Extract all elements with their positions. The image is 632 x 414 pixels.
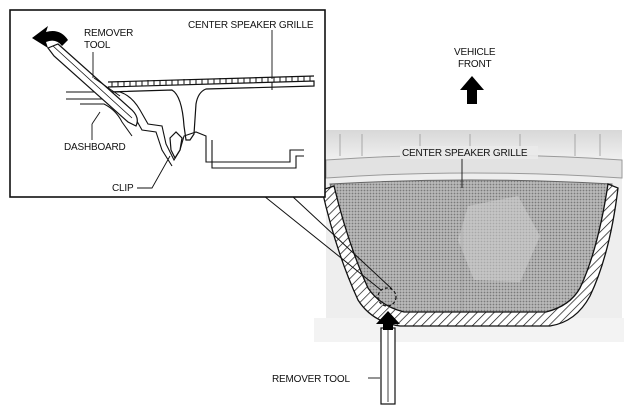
center-speaker-grille-main-label: CENTER SPEAKER GRILLE [402, 148, 528, 159]
remover-tool-bottom [380, 327, 396, 405]
remover-tool-top-label-line1: REMOVER [84, 28, 133, 39]
rotate-arrow-icon [32, 26, 68, 48]
inset-clip [169, 131, 183, 160]
detail-inset: REMOVER TOOL CENTER SPEAKER GRILLE DASHB… [9, 9, 326, 198]
remover-tool-top-label-line2: TOOL [84, 40, 111, 51]
vehicle-front-label-line1: VEHICLE [454, 47, 496, 58]
front-arrow-icon [460, 76, 484, 104]
inset-grille-body [107, 80, 315, 141]
clip-label: CLIP [112, 183, 134, 194]
inset-remover-tool [47, 43, 138, 127]
inset-dashboard-profile [66, 91, 304, 163]
remover-tool-bottom-label: REMOVER TOOL [272, 374, 350, 385]
dashboard-label: DASHBOARD [64, 142, 126, 153]
grille-highlight [458, 196, 540, 282]
center-speaker-grille-inset-label: CENTER SPEAKER GRILLE [188, 20, 314, 31]
grille-bezel-hatched [321, 183, 619, 327]
vehicle-front-label-line2: FRONT [458, 59, 492, 70]
push-arrow-icon [376, 311, 400, 330]
clip-location-marker [377, 287, 397, 307]
